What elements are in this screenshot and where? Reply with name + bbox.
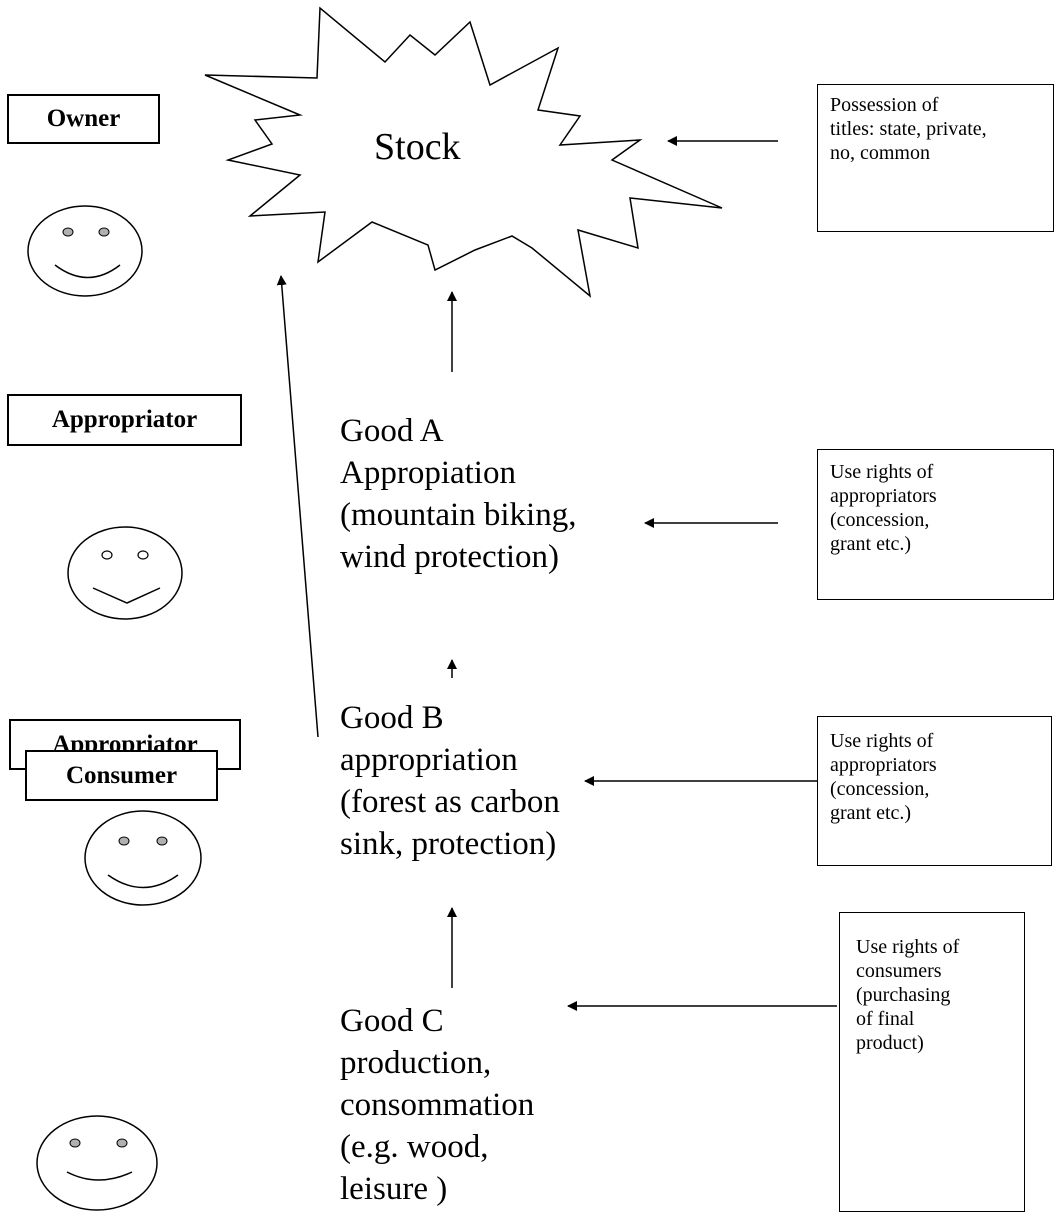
- rights-line: appropriators: [830, 754, 937, 776]
- good-a-line: wind protection): [340, 539, 560, 575]
- good-a-line: (mountain biking,: [340, 497, 577, 533]
- good-a-line: Appropiation: [340, 455, 516, 491]
- good-c-line: (e.g. wood,: [340, 1129, 489, 1165]
- titles-rights-box: Possession of titles: state, private, no…: [817, 84, 1054, 232]
- good-c-line: leisure ): [340, 1171, 448, 1207]
- good-c-line: Good C: [340, 1003, 444, 1039]
- good-a-line: Good A: [340, 413, 444, 449]
- rights-line: appropriators: [830, 485, 937, 507]
- consumer-role-box: Consumer: [25, 750, 218, 801]
- rights-line: no, common: [830, 142, 930, 164]
- rights-line: Use rights of: [856, 936, 960, 958]
- rights-line: (purchasing: [856, 984, 951, 1006]
- good-b-line: appropriation: [340, 742, 518, 778]
- rights-line: of final: [856, 1008, 915, 1030]
- consumers-rights-box: Use rights of consumers (purchasing of f…: [839, 912, 1025, 1212]
- owner-role-box: Owner: [7, 94, 160, 144]
- good-b-line: (forest as carbon: [340, 784, 560, 820]
- rights-line: Use rights of: [830, 461, 934, 483]
- good-b-line: Good B: [340, 700, 444, 736]
- owner-smiley-icon: [27, 205, 143, 297]
- stock-starburst: [204, 6, 723, 298]
- good-b-text: Good B appropriation (forest as carbon s…: [340, 697, 560, 865]
- rights-line: Possession of: [830, 94, 939, 116]
- appropriator-a-smiley-icon: [67, 526, 183, 620]
- good-b-to-stock-arrow: [276, 275, 319, 738]
- consumer-smiley-icon: [36, 1115, 158, 1211]
- appropriators-b-rights-box: Use rights of appropriators (concession,…: [817, 716, 1052, 866]
- rights-line: (concession,: [830, 778, 930, 800]
- appropriators-a-rights-box: Use rights of appropriators (concession,…: [817, 449, 1054, 600]
- stock-label: Stock: [374, 126, 461, 168]
- good-c-line: production,: [340, 1045, 492, 1081]
- good-a-text: Good A Appropiation (mountain biking, wi…: [340, 410, 576, 578]
- rights-line: consumers: [856, 960, 942, 982]
- good-b-line: sink, protection): [340, 826, 557, 862]
- rights-line: Use rights of: [830, 730, 934, 752]
- rights-line: grant etc.): [830, 533, 912, 555]
- appropriator-b-smiley-icon: [84, 810, 202, 906]
- good-c-line: consommation: [340, 1087, 535, 1123]
- rights-line: product): [856, 1032, 924, 1054]
- appropriator-a-role-box: Appropriator: [7, 394, 242, 446]
- rights-line: (concession,: [830, 509, 930, 531]
- rights-line: grant etc.): [830, 802, 912, 824]
- rights-line: titles: state, private,: [830, 118, 987, 140]
- good-c-text: Good C production, consommation (e.g. wo…: [340, 1000, 534, 1210]
